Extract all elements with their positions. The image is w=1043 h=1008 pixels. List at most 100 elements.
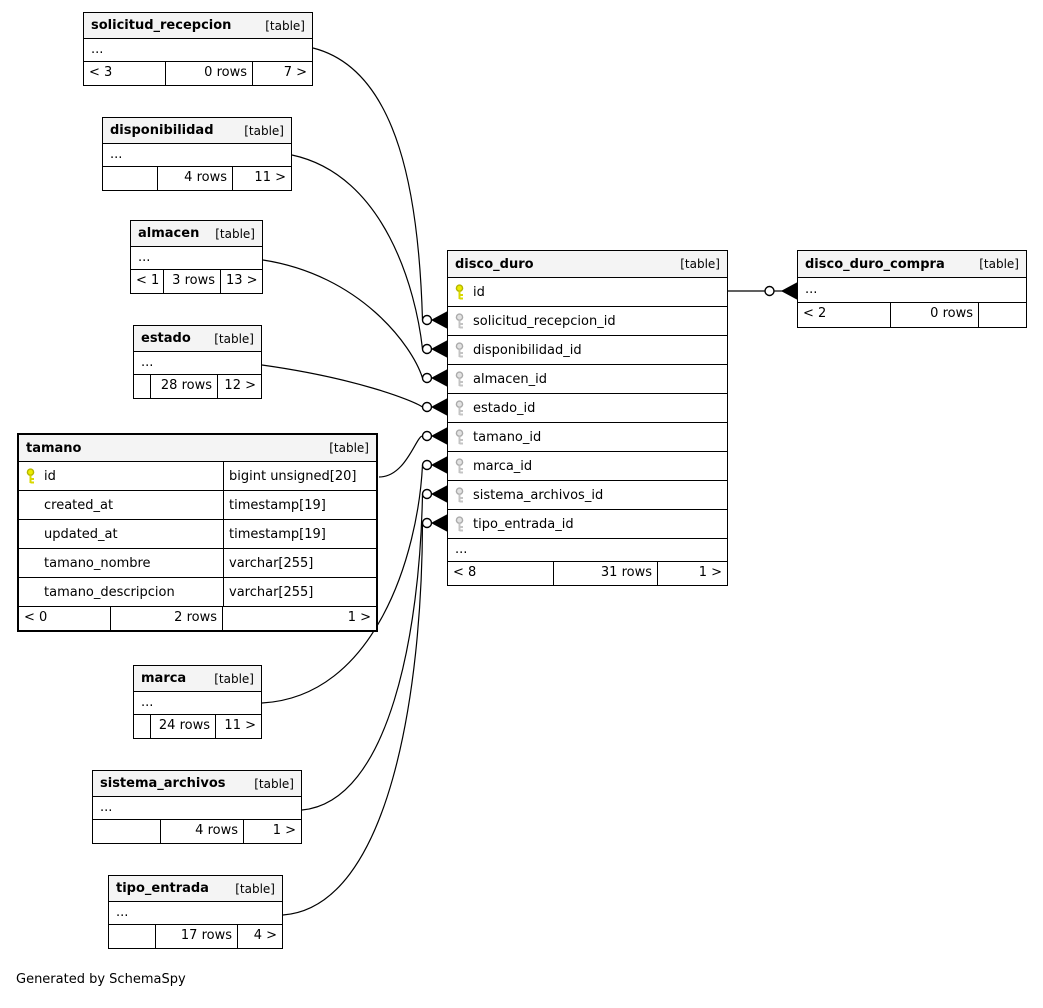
table-type-tag: [table] [214,671,254,686]
table-disponibilidad[interactable]: disponibilidad [table] ... 4 rows 11 > [102,117,292,191]
footer-children-link [93,820,161,843]
columns-ellipsis: ... [93,797,301,820]
table-title[interactable]: tamano [26,440,82,456]
foreign-key-icon [455,342,464,358]
columns-ellipsis: ... [448,539,727,562]
table-title[interactable]: sistema_archivos [100,776,226,791]
table-tipo_entrada[interactable]: tipo_entrada [table] ... 17 rows 4 > [108,875,283,949]
table-footer: < 2 0 rows [798,303,1026,327]
relationship-marca [261,456,448,704]
table-footer: 24 rows 11 > [134,715,261,738]
footer-parents-link[interactable]: 12 > [224,378,256,393]
footer-children-link[interactable]: < 8 [448,562,554,585]
table-estado[interactable]: estado [table] ... 28 rows 12 > [133,325,262,399]
table-disco_duro_compra[interactable]: disco_duro_compra [table] ... < 2 0 rows [797,250,1027,328]
column-type: bigint unsigned[20] [223,462,376,490]
footer-parents-link[interactable]: 11 > [254,170,286,185]
footer-children-link[interactable]: < 2 [798,303,891,327]
footer-parents-link[interactable]: 11 > [224,718,256,733]
column-name: tamano_nombre [44,555,151,571]
footer-children-link [134,715,151,738]
table-marca[interactable]: marca [table] ... 24 rows 11 > [133,665,262,739]
relationship-tamano [378,427,448,478]
table-title[interactable]: disco_duro_compra [805,256,945,272]
footer-children-link [134,375,151,398]
column-name: solicitud_recepcion_id [473,313,616,329]
foreign-key-icon [455,487,464,503]
column-name: estado_id [473,400,536,416]
primary-key-icon [455,284,464,300]
table-footer: < 8 31 rows 1 > [448,562,727,585]
footer-parents-link[interactable]: 4 > [253,928,277,943]
relationship-estado [261,364,448,416]
footer-parents-link [979,303,1026,327]
relationship-disco_duro_compra [728,282,798,300]
column-row-marca_id: marca_id [448,452,727,481]
table-footer: < 0 2 rows 1 > [19,607,376,630]
table-sistema_archivos[interactable]: sistema_archivos [table] ... 4 rows 1 > [92,770,302,844]
table-header: disco_duro [table] [448,251,727,278]
table-header: disco_duro_compra [table] [798,251,1026,278]
column-row-tamano_descripcion: tamano_descripcion varchar[255] [19,578,376,607]
table-almacen[interactable]: almacen [table] ... < 1 3 rows 13 > [130,220,263,294]
footer-row-count: 0 rows [891,303,979,327]
footer-parents-link[interactable]: 1 > [272,823,296,838]
table-header: sistema_archivos [table] [93,771,301,797]
columns-ellipsis: ... [798,278,1026,303]
footer-row-count: 0 rows [166,62,253,85]
column-row-tamano_nombre: tamano_nombre varchar[255] [19,549,376,578]
relationship-tipo_entrada [282,514,448,916]
table-title[interactable]: almacen [138,226,200,241]
foreign-key-icon [455,313,464,329]
table-solicitud_recepcion[interactable]: solicitud_recepcion [table] ... < 3 0 ro… [83,12,313,86]
column-name: disponibilidad_id [473,342,582,358]
foreign-key-icon [455,429,464,445]
footer-children-link[interactable]: < 0 [19,607,111,630]
column-row-solicitud_recepcion_id: solicitud_recepcion_id [448,307,727,336]
column-type: varchar[255] [223,549,376,577]
table-type-tag: [table] [244,123,284,138]
table-title[interactable]: estado [141,331,191,346]
table-title[interactable]: solicitud_recepcion [91,18,232,33]
footer-row-count: 4 rows [158,167,233,190]
column-type: timestamp[19] [223,491,376,519]
columns-ellipsis: ... [134,692,261,715]
table-footer: < 1 3 rows 13 > [131,270,262,293]
table-disco_duro[interactable]: disco_duro [table] id solicitud_recepcio… [447,250,728,586]
column-type: varchar[255] [223,578,376,606]
column-name: marca_id [473,458,533,474]
column-row-id: id bigint unsigned[20] [19,462,376,491]
table-title[interactable]: disponibilidad [110,123,214,138]
table-header: marca [table] [134,666,261,692]
table-title[interactable]: disco_duro [455,256,534,272]
column-name: id [473,284,485,300]
footer-row-count: 2 rows [111,607,223,630]
footer-row-count: 31 rows [554,562,658,585]
footer-children-link[interactable]: < 3 [84,62,166,85]
footer-row-count: 24 rows [151,715,216,738]
columns-ellipsis: ... [103,144,291,167]
table-type-tag: [table] [214,331,254,346]
column-row-estado_id: estado_id [448,394,727,423]
table-title[interactable]: marca [141,671,187,686]
footer-parents-link[interactable]: 1 > [698,565,722,580]
column-name: created_at [44,497,114,513]
footer-parents-link[interactable]: 1 > [347,610,371,625]
table-type-tag: [table] [680,257,720,271]
column-row-almacen_id: almacen_id [448,365,727,394]
column-name: tamano_id [473,429,542,445]
column-type: timestamp[19] [223,520,376,548]
footer-children-link[interactable]: < 1 [131,270,164,293]
table-header: almacen [table] [131,221,262,247]
table-footer: < 3 0 rows 7 > [84,62,312,85]
columns-ellipsis: ... [131,247,262,270]
table-title[interactable]: tipo_entrada [116,881,209,896]
foreign-key-icon [455,371,464,387]
columns-ellipsis: ... [134,352,261,375]
footer-parents-link[interactable]: 7 > [283,65,307,80]
footer-parents-link[interactable]: 13 > [226,273,258,288]
table-tamano[interactable]: tamano [table] id bigint unsigned[20] cr… [17,433,378,632]
column-row-tipo_entrada_id: tipo_entrada_id [448,510,727,539]
